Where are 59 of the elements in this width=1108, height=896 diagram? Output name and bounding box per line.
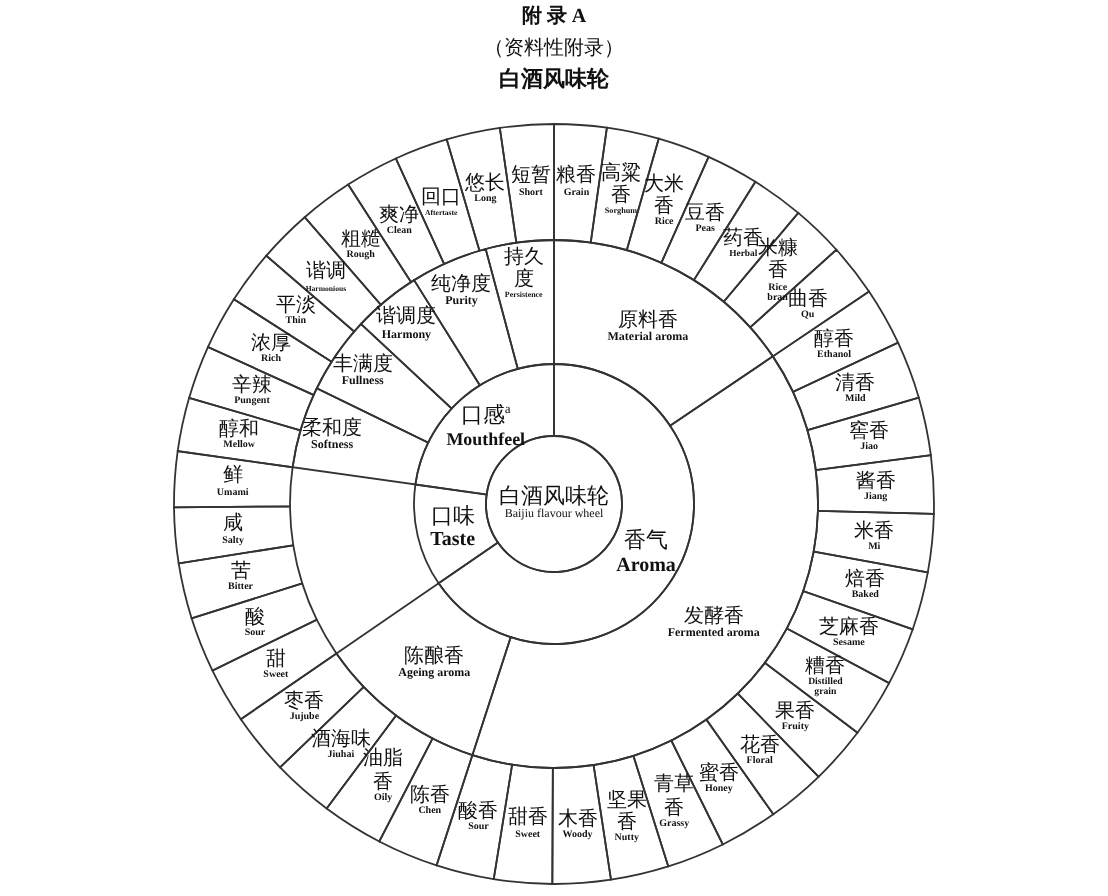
chinese-term: 爽净	[379, 204, 420, 227]
chinese-term: 曲香	[787, 288, 828, 311]
chinese-term: 平淡	[275, 294, 316, 317]
chinese-term: 发酵香	[683, 606, 744, 629]
chinese-term: 坚果香	[604, 789, 649, 835]
chinese-term: 清香	[835, 373, 876, 396]
chinese-term: 香气	[624, 528, 669, 554]
chinese-term: 芝麻香	[818, 616, 879, 639]
chinese-term: 粮香	[556, 166, 597, 188]
chinese-term: 陈酿香	[404, 646, 465, 669]
chinese-term: 药香	[723, 227, 764, 250]
chinese-term: 咸	[223, 513, 244, 536]
chinese-term: 陈香	[409, 784, 450, 807]
chinese-term: 窖香	[849, 421, 890, 444]
chinese-term: 悠长	[465, 172, 506, 195]
chinese-term: 豆香	[685, 202, 726, 225]
chinese-term: 酸香	[458, 800, 499, 823]
english-term: Mouthfeel	[446, 428, 526, 449]
chinese-term: 蜜香	[698, 763, 739, 786]
chinese-term: 浓厚	[251, 333, 291, 356]
chinese-term: 油脂香	[363, 748, 406, 794]
english-term: Aroma	[616, 553, 676, 576]
appendix-heading: 附 录 A	[521, 6, 587, 31]
chinese-term: 柔和度	[302, 418, 363, 441]
english-term: Taste	[430, 528, 476, 552]
chinese-term: 木香	[557, 808, 598, 831]
chinese-term: 口味	[430, 504, 475, 529]
chinese-term: 辛辣	[231, 375, 272, 398]
chinese-term: 鲜	[222, 466, 243, 489]
chinese-term: 谐调度	[376, 307, 437, 330]
chinese-term: 大米香	[642, 173, 685, 218]
chinese-term: 醇香	[814, 328, 855, 351]
chinese-term: 酸	[244, 606, 265, 629]
chinese-term: 甜	[265, 649, 286, 672]
chinese-term: 醇和	[219, 419, 260, 442]
chinese-term: 丰满度	[332, 354, 393, 377]
chinese-term: 粗糙	[340, 229, 381, 252]
chinese-term: 酒海味	[310, 728, 371, 751]
chinese-term: 谐调	[305, 261, 346, 284]
chinese-term: 枣香	[284, 690, 325, 713]
chinese-term: 酱香	[855, 470, 896, 493]
chinese-term: 米香	[854, 520, 895, 543]
chinese-term: 糟香	[805, 655, 846, 678]
chinese-term: 口感$^{a}$	[460, 402, 511, 429]
chinese-term: 花香	[739, 735, 780, 757]
appendix-note: （资料性附录）	[484, 37, 624, 62]
chinese-term: 回口	[421, 186, 462, 209]
chinese-term: 原料香	[617, 309, 678, 332]
chinese-term: 白酒风味轮	[499, 484, 609, 509]
chinese-term: 短暂	[510, 166, 551, 189]
diagram-title: 白酒风味轮	[499, 68, 609, 96]
chinese-term: 焙香	[845, 569, 886, 592]
chinese-term: 果香	[775, 700, 816, 723]
chinese-term: 苦	[230, 561, 251, 583]
chinese-term: 甜香	[507, 808, 548, 831]
chinese-term: 青草香	[652, 774, 697, 820]
chinese-term: 纯净度	[431, 273, 492, 296]
chinese-term: 持久度	[501, 247, 546, 292]
chinese-term: 高粱香	[599, 162, 643, 207]
